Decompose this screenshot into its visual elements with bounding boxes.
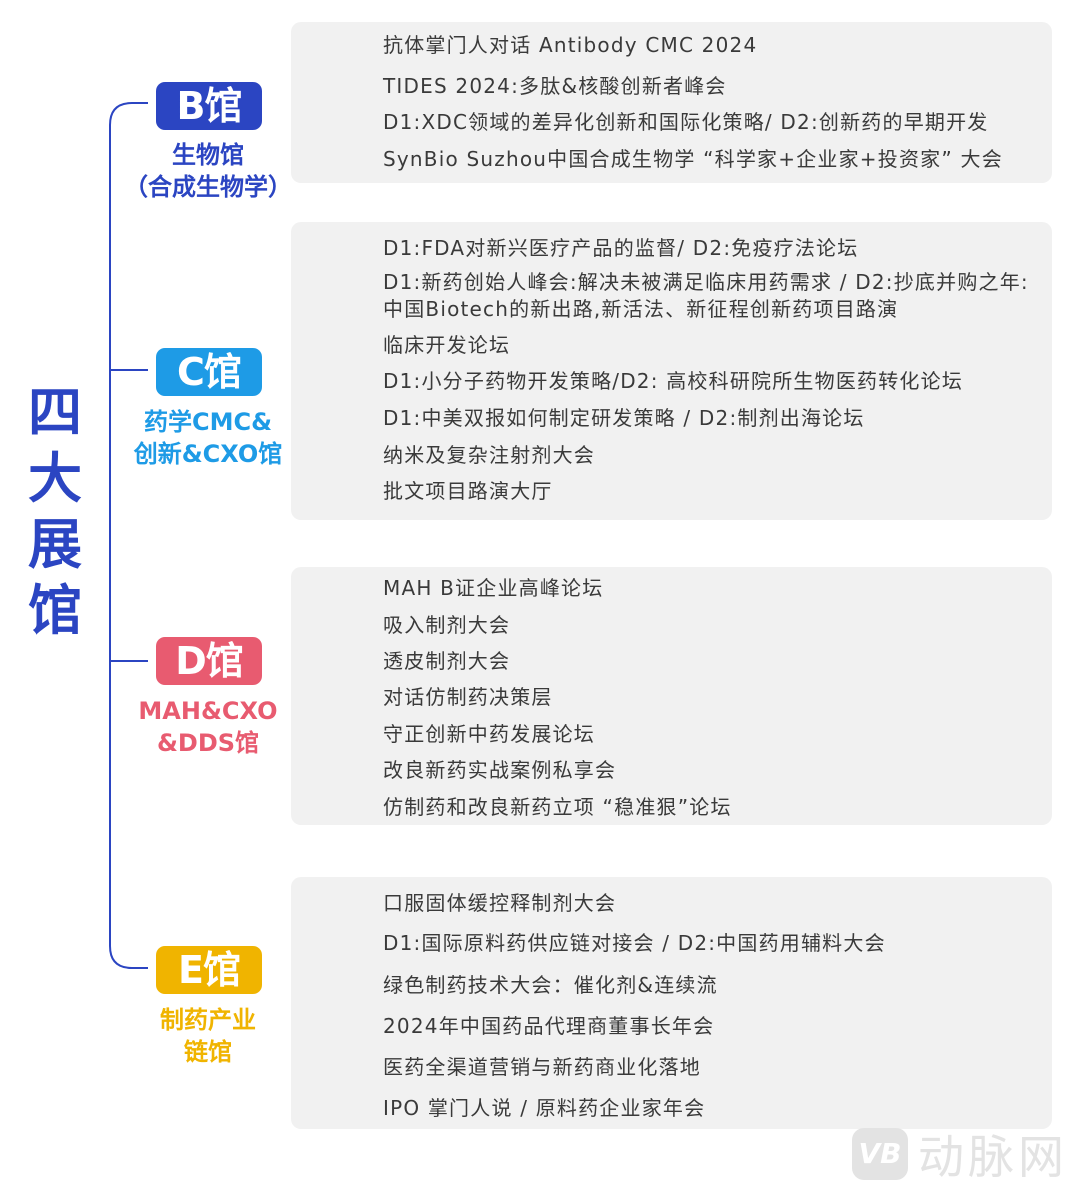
hall-e-subtitle: 制药产业 链馆 xyxy=(108,1004,308,1068)
watermark: VB 动脉网 xyxy=(852,1126,1068,1184)
list-item: D1:中美双报如何制定研发策略 / D2:制剂出海论坛 xyxy=(383,406,865,430)
list-item: MAH B证企业高峰论坛 xyxy=(383,576,604,600)
list-item: 抗体掌门人对话 Antibody CMC 2024 xyxy=(383,33,758,57)
list-item: 批文项目路演大厅 xyxy=(383,479,553,503)
page-title-char: 展 xyxy=(28,513,82,576)
list-item: 临床开发论坛 xyxy=(383,333,511,357)
list-item: 2024年中国药品代理商董事长年会 xyxy=(383,1014,715,1038)
hall-c-subtitle: 药学CMC& 创新&CXO馆 xyxy=(108,406,308,470)
hall-b-subtitle: 生物馆 （合成生物学） xyxy=(108,139,308,203)
page-title-char: 馆 xyxy=(28,579,82,642)
list-item: 口服固体缓控释制剂大会 xyxy=(383,891,617,915)
hall-c-subtitle-line: 创新&CXO馆 xyxy=(133,440,283,468)
hall-d-subtitle: MAH&CXO &DDS馆 xyxy=(108,695,308,759)
hall-c-panel: D1:FDA对新兴医疗产品的监督/ D2:免疫疗法论坛 D1:新药创始人峰会:解… xyxy=(291,222,1052,520)
hall-c-badge: C馆 xyxy=(156,348,262,396)
hall-b-badge: B馆 xyxy=(156,82,262,130)
page-title: 四大展馆 xyxy=(24,380,86,644)
hall-d-badge: D馆 xyxy=(156,637,262,685)
list-item: D1:新药创始人峰会:解决未被满足临床用药需求 / D2:抄底并购之年:中国Bi… xyxy=(383,270,1029,321)
list-item: TIDES 2024:多肽&核酸创新者峰会 xyxy=(383,74,727,98)
list-item: 绿色制药技术大会：催化剂&连续流 xyxy=(383,973,718,997)
hall-b-panel: 抗体掌门人对话 Antibody CMC 2024 TIDES 2024:多肽&… xyxy=(291,22,1052,183)
page-title-char: 大 xyxy=(28,447,82,510)
list-item: D1:小分子药物开发策略/D2: 高校科研院所生物医药转化论坛 xyxy=(383,369,964,393)
list-item: 改良新药实战案例私享会 xyxy=(383,758,617,782)
hall-d-subtitle-line: MAH&CXO xyxy=(138,697,278,725)
hall-d-subtitle-line: &DDS馆 xyxy=(156,729,260,757)
hall-e-panel: 口服固体缓控释制剂大会 D1:国际原料药供应链对接会 / D2:中国药用辅料大会… xyxy=(291,877,1052,1129)
list-item: 仿制药和改良新药立项 “稳准狠”论坛 xyxy=(383,795,732,819)
hall-e-subtitle-line: 链馆 xyxy=(184,1038,232,1066)
list-item: SynBio Suzhou中国合成生物学 “科学家+企业家+投资家” 大会 xyxy=(383,147,1003,171)
brand-logo-icon: VB xyxy=(852,1128,908,1180)
watermark-text: 动脉网 xyxy=(918,1130,1068,1184)
list-item: D1:XDC领域的差异化创新和国际化策略/ D2:创新药的早期开发 xyxy=(383,110,989,134)
list-item: 医药全渠道营销与新药商业化落地 xyxy=(383,1055,701,1079)
list-item: 纳米及复杂注射剂大会 xyxy=(383,443,595,467)
hall-d-panel: MAH B证企业高峰论坛 吸入制剂大会 透皮制剂大会 对话仿制药决策层 守正创新… xyxy=(291,567,1052,825)
hall-e-subtitle-line: 制药产业 xyxy=(160,1006,256,1034)
list-item: 守正创新中药发展论坛 xyxy=(383,722,595,746)
list-item: D1:国际原料药供应链对接会 / D2:中国药用辅料大会 xyxy=(383,931,886,955)
list-item: D1:FDA对新兴医疗产品的监督/ D2:免疫疗法论坛 xyxy=(383,236,859,260)
list-item: 对话仿制药决策层 xyxy=(383,685,553,709)
page-title-char: 四 xyxy=(28,381,82,444)
hall-b-subtitle-line: 生物馆 xyxy=(172,141,244,169)
hall-c-subtitle-line: 药学CMC& xyxy=(143,408,273,436)
list-item: 透皮制剂大会 xyxy=(383,649,511,673)
list-item: 吸入制剂大会 xyxy=(383,613,511,637)
list-item: IPO 掌门人说 / 原料药企业家年会 xyxy=(383,1096,706,1120)
page-title-text: 四大展馆 xyxy=(24,380,86,644)
hall-b-subtitle-line: （合成生物学） xyxy=(124,173,292,201)
hall-e-badge: E馆 xyxy=(156,946,262,994)
